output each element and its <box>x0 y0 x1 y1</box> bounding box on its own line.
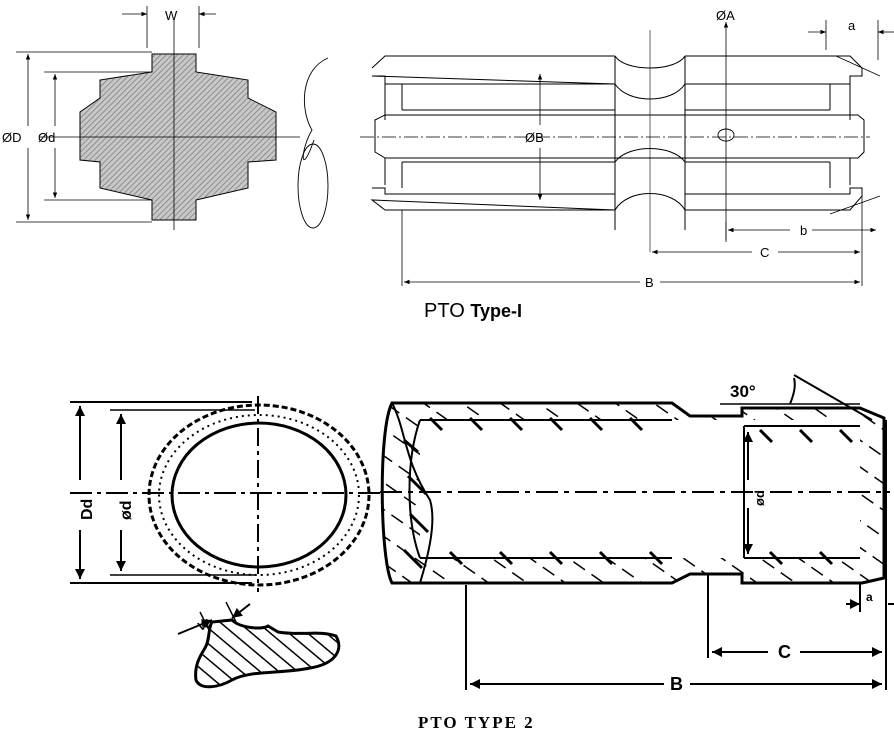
tube-cross-section <box>70 396 380 592</box>
dim-w: W <box>122 6 216 48</box>
dim-angle: 30° <box>720 374 873 421</box>
label-oa: ØA <box>716 8 735 23</box>
pto-type1-drawing: W ØD Ød <box>2 6 894 290</box>
label-c-bottom: C <box>778 642 791 662</box>
caption1-bold: Type-I <box>470 301 522 321</box>
dim-c-a-b-bottom: C a B <box>465 420 894 694</box>
label-ob: ØB <box>525 130 544 145</box>
label-a-bottom: a <box>866 590 873 604</box>
shaft-side-view <box>360 30 870 252</box>
label-dd: Dd <box>79 499 96 520</box>
label-a: a <box>848 18 856 33</box>
caption-pto-type2: PTO TYPE 2 <box>418 713 535 732</box>
label-d-inner: ød <box>118 500 135 520</box>
dim-oa: ØA <box>716 8 735 240</box>
dim-dd: Dd ød <box>70 401 255 584</box>
caption1-prefix: PTO <box>424 300 465 322</box>
dim-ob: ØB <box>525 74 544 200</box>
break-symbol <box>297 57 329 229</box>
tube-side-view <box>380 401 890 585</box>
label-w: W <box>165 8 178 23</box>
label-b-big: B <box>645 275 654 290</box>
dim-a: a <box>808 18 894 77</box>
dim-od-id: ØD Ød <box>2 51 152 223</box>
pto-type2-drawing: Dd ød W <box>70 374 894 694</box>
label-od: ØD <box>2 130 22 145</box>
label-angle: 30° <box>730 382 756 401</box>
spline-cross-section <box>40 20 300 230</box>
spline-profile-detail: W <box>177 601 341 689</box>
label-b-small: b <box>800 223 807 238</box>
caption-pto-type1: PTO Type-I <box>424 300 522 323</box>
dim-d-mid: ød <box>743 432 767 554</box>
label-d-mid: ød <box>752 490 767 506</box>
dim-b-c-B: b C B <box>401 195 881 290</box>
label-b-bottom: B <box>670 674 683 694</box>
label-id: Ød <box>38 130 55 145</box>
label-c-top: C <box>760 245 769 260</box>
